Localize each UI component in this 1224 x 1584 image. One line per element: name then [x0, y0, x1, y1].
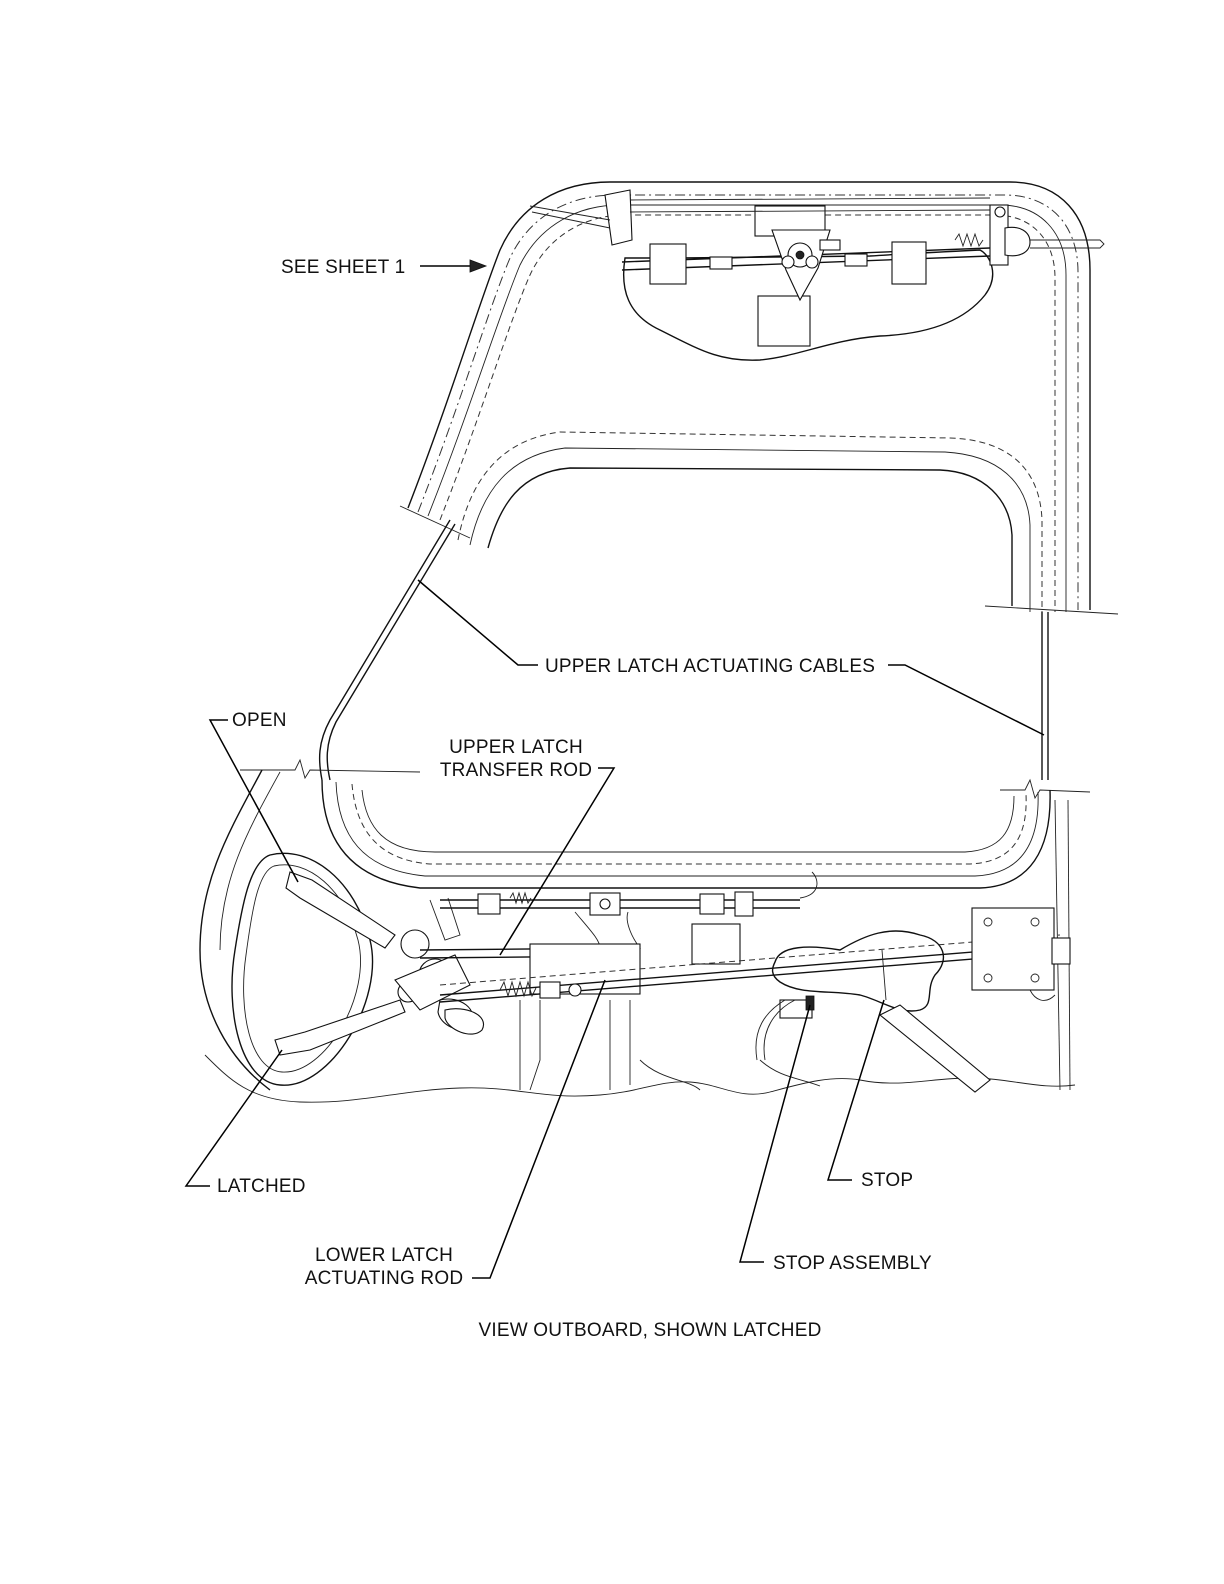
upper-latch-transfer-rod-label: UPPER LATCH TRANSFER ROD [436, 736, 596, 782]
lower-latch-actuating-rod-label: LOWER LATCH ACTUATING ROD [298, 1244, 470, 1290]
upper-latch-actuating-cables [320, 520, 1048, 780]
lower-latch-actuating-rod-line2: ACTUATING ROD [298, 1267, 470, 1290]
upper-latch-transfer-rod-line1: UPPER LATCH [436, 736, 596, 759]
view-caption: VIEW OUTBOARD, SHOWN LATCHED [400, 1319, 900, 1342]
open-label: OPEN [232, 709, 287, 732]
door-frame-lower [200, 760, 1090, 1102]
upper-latch-actuating-cables-label: UPPER LATCH ACTUATING CABLES [545, 655, 875, 678]
window-opening [458, 432, 1042, 612]
stop-assembly [756, 950, 990, 1092]
lower-latch-actuating-rod-line1: LOWER LATCH [298, 1244, 470, 1267]
see-sheet-label: SEE SHEET 1 [281, 256, 405, 279]
stop-label: STOP [861, 1169, 913, 1192]
callout-leaders [186, 260, 1044, 1278]
latched-label: LATCHED [217, 1175, 306, 1198]
upper-latch-transfer-rod-line2: TRANSFER ROD [436, 759, 596, 782]
stop-assembly-label: STOP ASSEMBLY [773, 1252, 932, 1275]
upper-latch-cutaway [530, 190, 1104, 360]
